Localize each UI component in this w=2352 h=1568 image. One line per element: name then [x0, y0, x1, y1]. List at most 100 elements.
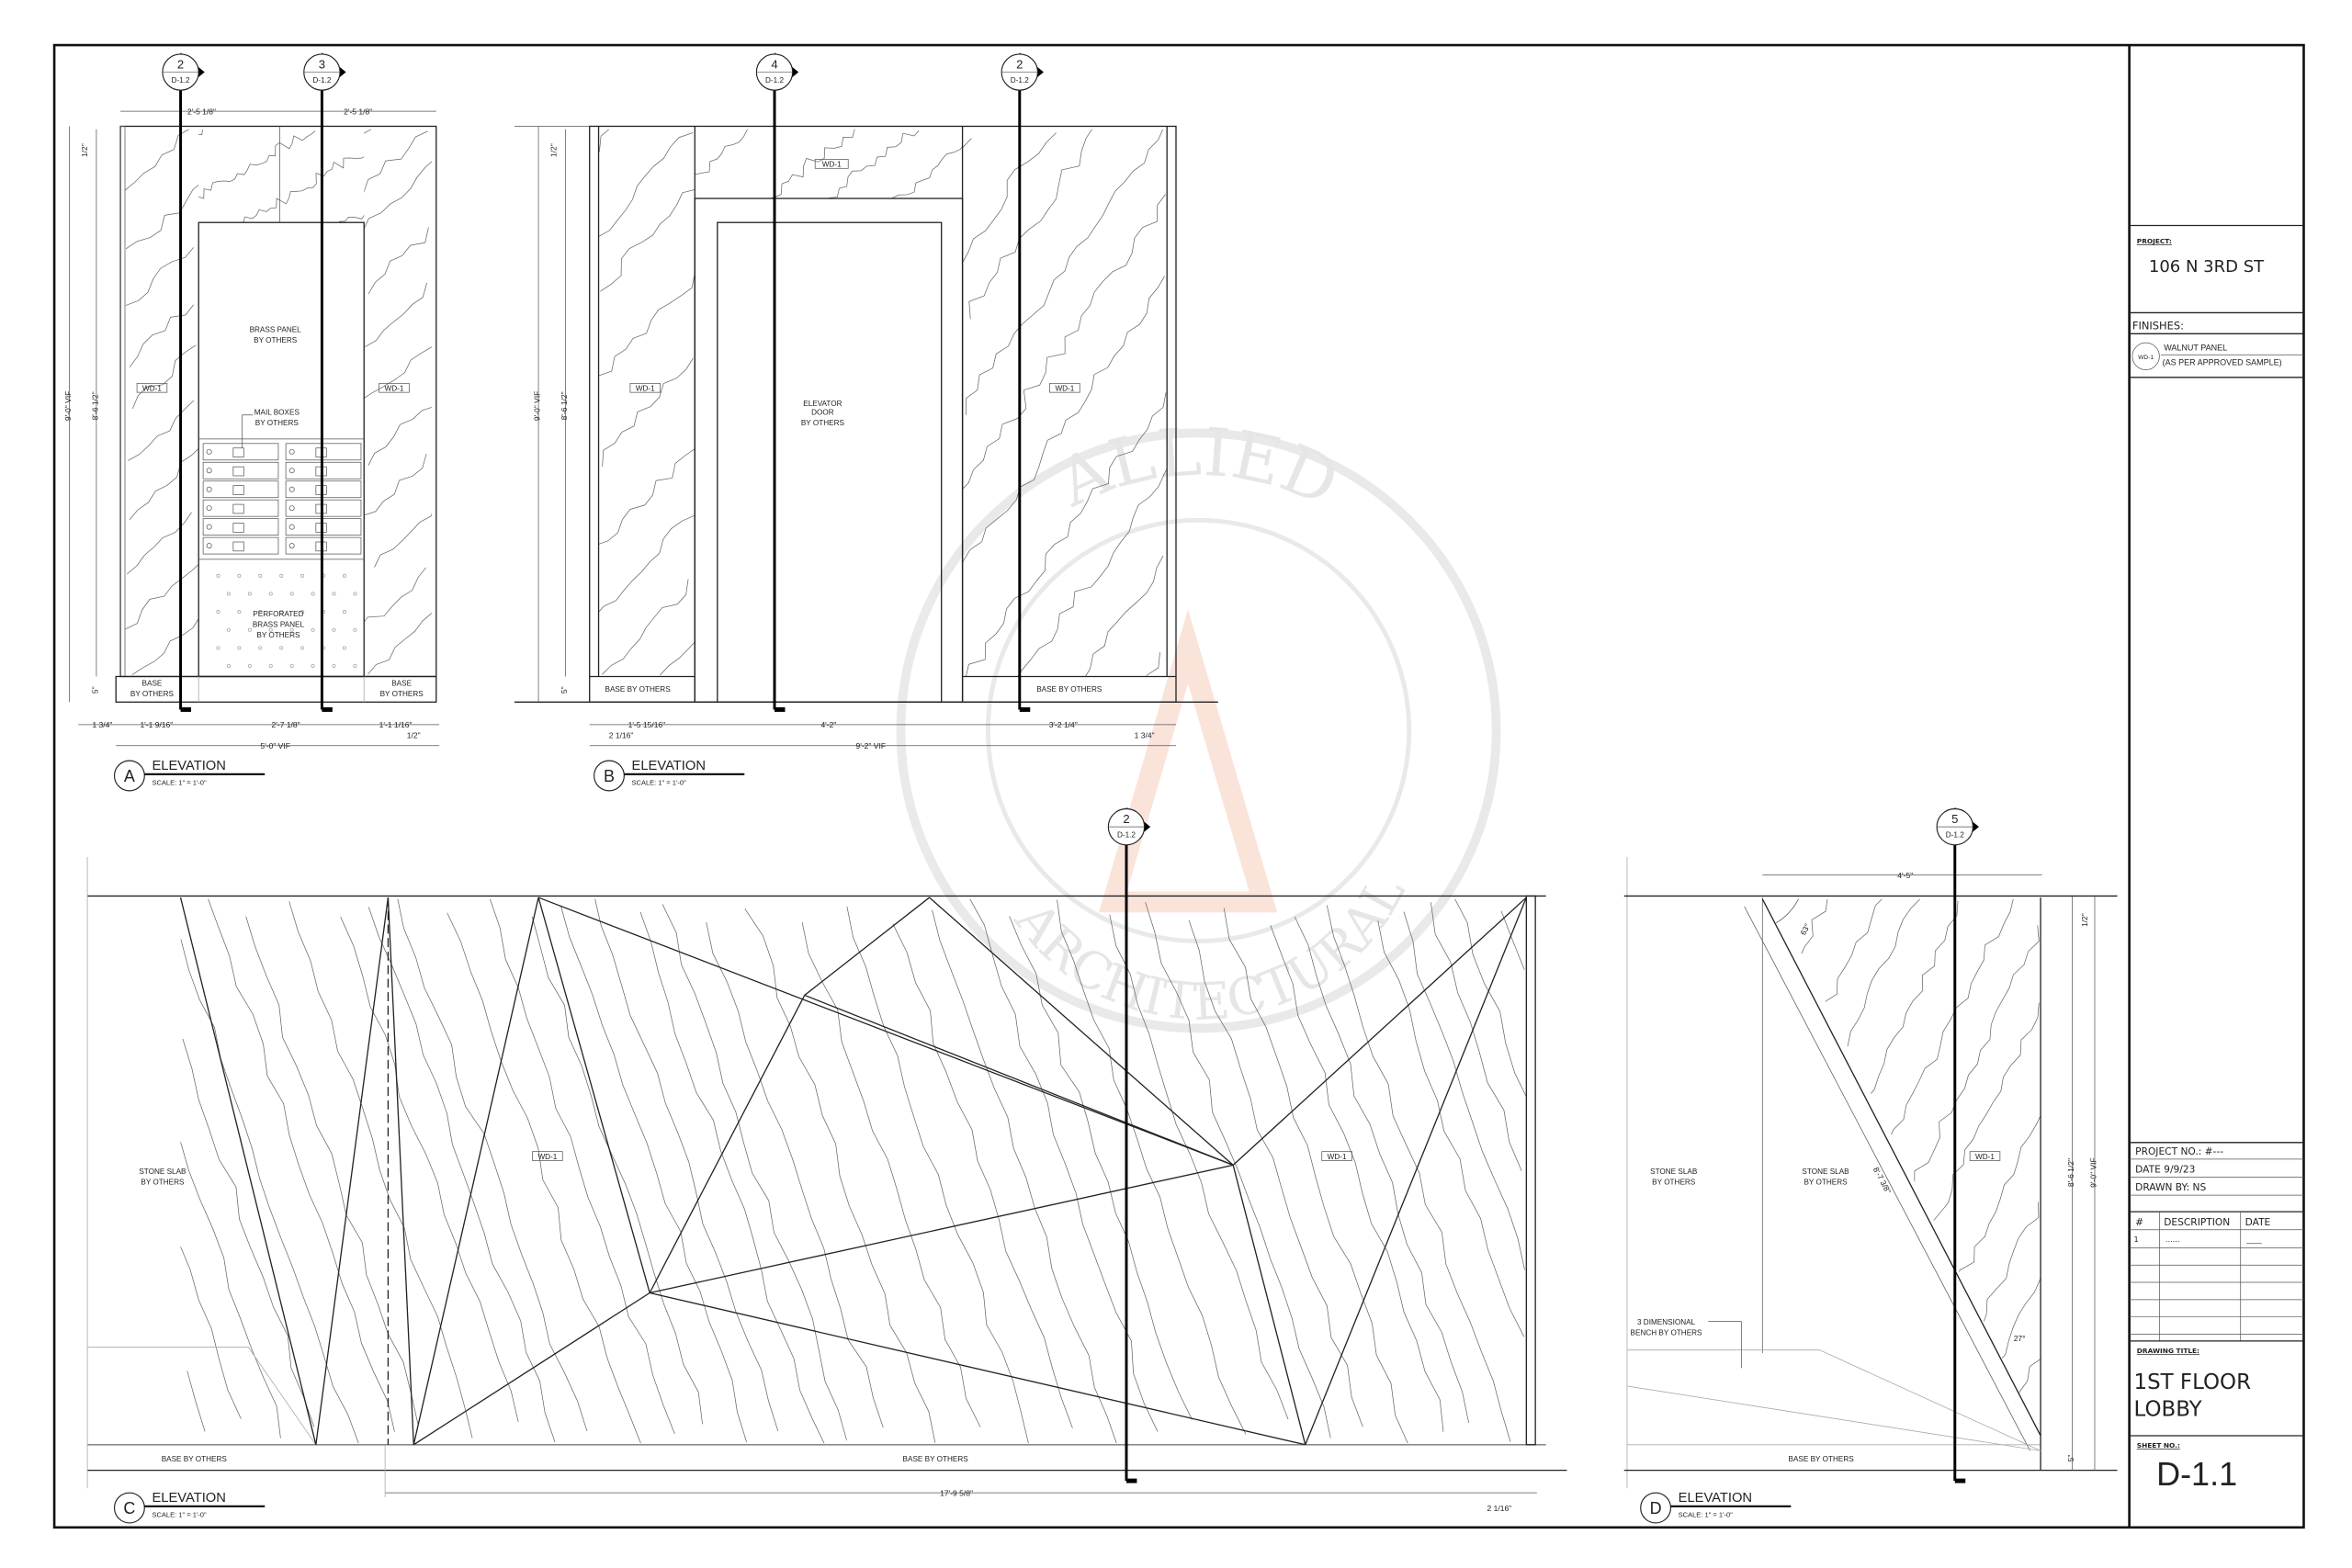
wood-grain-line [364, 129, 372, 134]
note-stone-slab-2: BY OTHERS [1652, 1179, 1696, 1187]
wood-grain-line [1777, 898, 2014, 1379]
section-sheet-ref: D-1.2 [1117, 831, 1136, 840]
wood-grain-line [489, 898, 675, 1435]
section-number: 3 [319, 57, 325, 71]
dim-panel-height: 8'-6 1/2" [2066, 1158, 2075, 1187]
dim-top-gap: 1/2" [549, 143, 559, 157]
note-stone-slab-2: BY OTHERS [1804, 1179, 1848, 1187]
watermark-logo: ALLIED ARCHITECTURAL [896, 412, 1501, 1033]
elevation-d: 4'-5" 63° 8'-7 3/8" 27° 1/2" 8'-6 1/2" 9… [1623, 856, 2118, 1489]
wood-grain-line [129, 447, 199, 521]
mailbox-door [285, 480, 362, 499]
note-base: BASE BY OTHERS [1789, 1455, 1855, 1463]
drawn-by: DRAWN BY: NS [2135, 1181, 2206, 1193]
dim-diagonal: 8'-7 3/8" [1871, 1166, 1893, 1195]
wood-grain-line [965, 392, 1167, 677]
note-stone-slab: STONE SLAB [1802, 1168, 1849, 1176]
wood-grain-line [962, 138, 972, 149]
wood-grain-line [1085, 555, 1164, 677]
revision-table: # DESCRIPTION DATE 1 ...... ____ [2129, 1212, 2304, 1341]
note-stone-slab: STONE SLAB [1650, 1168, 1698, 1176]
wood-grain-line [208, 898, 395, 1432]
wood-grain-line [198, 129, 203, 136]
note-brass-panel-2: BY OTHERS [254, 336, 298, 344]
wood-grain-line [125, 247, 194, 306]
dim-b5: 1 3/4" [1135, 731, 1155, 740]
wood-grain-line [198, 130, 316, 199]
wood-grain-line [374, 513, 432, 568]
dim-overall-height: 9'-0" VIF [63, 391, 73, 422]
dim-b4: 1'-1 1/16" [379, 720, 413, 729]
wood-grain-line [560, 906, 747, 1442]
wood-grain-line [662, 904, 847, 1441]
dim-b2: 1'-1 9/16" [140, 720, 173, 729]
section-number: 2 [1123, 812, 1129, 826]
wood-grain-line [182, 1038, 315, 1427]
dim-b3: 2'-7 1/8" [272, 720, 300, 729]
finish-tag: WD-1 [1321, 1151, 1352, 1161]
section-marker[interactable]: 2D-1.2 [1001, 52, 1044, 712]
note-base: BASE BY OTHERS [162, 1455, 228, 1463]
finish-tag: WD-1 [1049, 382, 1080, 393]
drawing-title-line1: 1ST FLOOR [2134, 1371, 2252, 1394]
wood-grain-line [125, 563, 199, 630]
wood-grain-line [125, 184, 199, 250]
section-marker[interactable]: 2D-1.2 [1107, 807, 1151, 1483]
scale-note: SCALE: 1" = 1'-0" [152, 1510, 207, 1518]
wood-grain-line [598, 514, 695, 613]
wood-grain-line [531, 916, 703, 1425]
wood-grain-line [364, 567, 426, 623]
wood-grain-line [695, 129, 749, 175]
note-base: BASE BY OTHERS [1036, 685, 1102, 694]
finish-note: (AS PER APPROVED SAMPLE) [2163, 358, 2282, 367]
wood-grain-line [846, 906, 1029, 1444]
svg-text:WD-1: WD-1 [1975, 1153, 1995, 1161]
note-elevator-2: DOOR [811, 409, 834, 417]
finishes-label: FINISHES: [2132, 319, 2184, 332]
wood-grain-line [1270, 925, 1444, 1432]
drawing-date: DATE 9/9/23 [2135, 1164, 2195, 1176]
mailbox-door [285, 499, 362, 517]
wood-grain-line [364, 453, 427, 516]
mailbox-door [285, 518, 362, 536]
dim-b2: 4'-2" [820, 720, 836, 729]
wood-grain-line [598, 129, 610, 152]
dim-overall-width: 17'-9 5/8" [940, 1488, 973, 1497]
note-base: BASE BY OTHERS [605, 685, 672, 694]
finish-tag: WD-1 [532, 1151, 563, 1161]
wood-grain-line [892, 923, 1073, 1428]
wood-grain-line [639, 911, 825, 1444]
elevation-c: STONE SLAB BY OTHERS WD-1 WD-1 BASE BY O… [86, 856, 1567, 1513]
wood-grain-line [340, 917, 519, 1423]
section-marker[interactable]: 5D-1.2 [1936, 807, 1979, 1483]
wood-grain-line [827, 130, 920, 199]
wood-grain-line [180, 1140, 281, 1438]
dim-overall-height: 9'-0" VIF [2089, 1157, 2098, 1188]
wood-grain-line [187, 1371, 206, 1432]
dim-base-height: 5" [2066, 1455, 2075, 1462]
wood-grain-line [962, 194, 1166, 490]
section-sheet-ref: D-1.2 [1011, 76, 1029, 85]
wood-grain-line [1017, 468, 1168, 677]
mailboxes [202, 443, 362, 555]
section-marker[interactable]: 4D-1.2 [755, 52, 799, 712]
svg-text:ALLIED: ALLIED [1046, 412, 1350, 522]
finish-name: WALNUT PANEL [2164, 343, 2227, 352]
section-marker[interactable]: 3D-1.2 [303, 52, 346, 712]
section-number: 5 [1951, 812, 1958, 826]
wood-grain-line [891, 145, 963, 199]
wood-grain-line [368, 227, 429, 295]
finish-tag: WD-1 [629, 382, 662, 393]
note-base-2: BY OTHERS [380, 690, 424, 698]
wood-grain-line [1377, 920, 1525, 1337]
elevation-label: ELEVATION [632, 759, 706, 773]
dim-b1: 1'-5 15/16" [628, 720, 666, 729]
wood-grain-line [1883, 1111, 2041, 1432]
section-marker[interactable]: 2D-1.2 [162, 52, 205, 712]
mailbox-door [202, 461, 279, 479]
finish-tag: WD-1 [379, 382, 410, 393]
